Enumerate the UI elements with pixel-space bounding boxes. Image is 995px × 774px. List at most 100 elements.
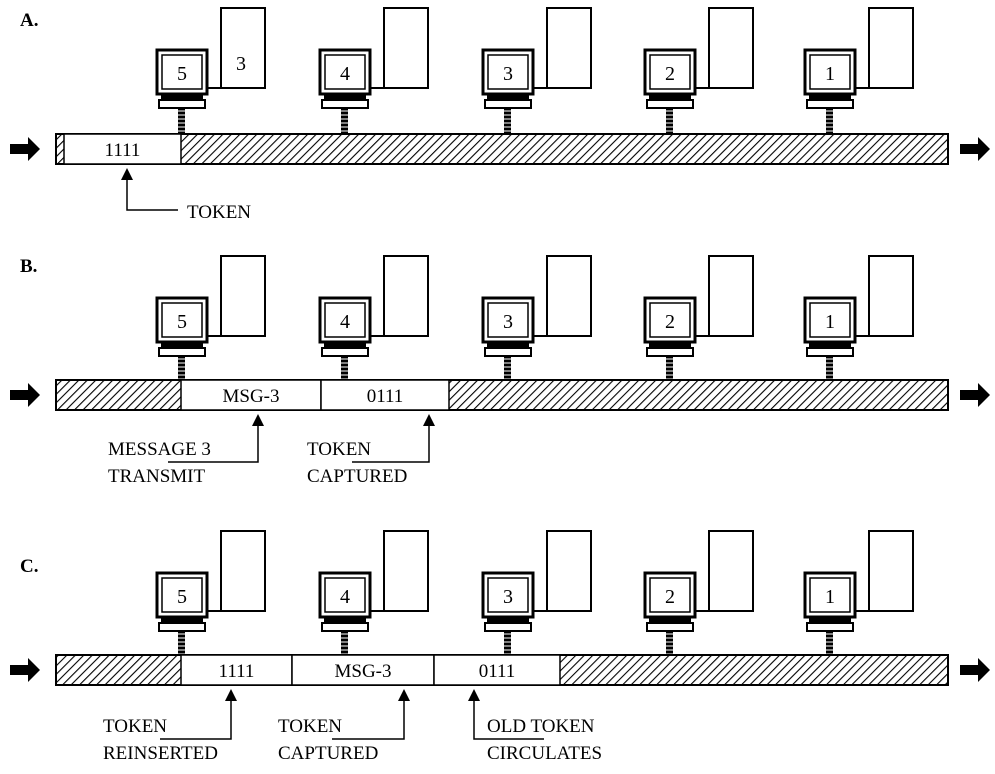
- monitor-screen: [809, 54, 851, 90]
- panel-label: C.: [20, 556, 38, 577]
- flow-in-arrow-icon: [10, 658, 40, 682]
- monitor-screen: [161, 54, 203, 90]
- monitor-stand: [649, 94, 691, 99]
- arrow-head-icon: [121, 168, 133, 180]
- callout-line: [168, 424, 259, 463]
- station-number: 5: [177, 586, 187, 608]
- monitor-stand: [809, 94, 851, 99]
- arrow-head-icon: [252, 414, 264, 426]
- monitor-stand: [324, 617, 366, 622]
- monitor-screen: [324, 577, 366, 613]
- network-tap: [504, 356, 511, 382]
- annotation-label: CAPTURED: [278, 743, 378, 764]
- panel-label: B.: [20, 256, 37, 277]
- station-number: 1: [825, 63, 835, 85]
- network-tap: [178, 108, 185, 134]
- keyboard-icon: [158, 99, 206, 109]
- keyboard-icon: [321, 347, 369, 357]
- workstation: 3: [481, 530, 592, 657]
- ring-segment: [55, 133, 949, 165]
- monitor-stand: [649, 617, 691, 622]
- workstation: 1: [803, 255, 914, 382]
- panel-label: A.: [20, 10, 38, 31]
- printer-paper-icon: [519, 255, 592, 337]
- annotation: TOKEN CAPTURED: [278, 689, 410, 764]
- flow-out-arrow-icon: [960, 383, 990, 407]
- annotation-label: OLD TOKEN: [487, 716, 595, 737]
- network-tap: [178, 631, 185, 657]
- printer-paper-icon: [681, 530, 754, 612]
- keyboard-icon: [484, 99, 532, 109]
- printer-paper-icon: [681, 7, 754, 89]
- workstation: 2: [643, 255, 754, 382]
- network-tap: [341, 108, 348, 134]
- arrow-head-icon: [398, 689, 410, 701]
- station-number: 3: [503, 586, 513, 608]
- annotation-label: TOKEN: [103, 716, 167, 737]
- keyboard-icon: [806, 622, 854, 632]
- network-tap: [341, 356, 348, 382]
- annotation: OLD TOKEN CIRCULATES: [468, 689, 602, 764]
- network-tap: [666, 108, 673, 134]
- monitor-screen: [487, 54, 529, 90]
- workstation: 3: [481, 255, 592, 382]
- annotation-label: CIRCULATES: [487, 743, 602, 764]
- printer-paper-icon: [519, 7, 592, 89]
- frame-cell: [180, 654, 293, 686]
- station-number: 3: [503, 63, 513, 85]
- workstation: 5: [155, 255, 266, 382]
- frame-label: MSG-3: [334, 661, 391, 682]
- printer-paper-icon: [356, 255, 429, 337]
- monitor-screen: [487, 302, 529, 338]
- monitor-stand: [487, 342, 529, 347]
- network-tap: [826, 356, 833, 382]
- monitor-screen: [487, 577, 529, 613]
- printer-paper-icon: [193, 7, 266, 89]
- keyboard-icon: [646, 622, 694, 632]
- printer-paper-icon: [841, 530, 914, 612]
- keyboard-icon: [484, 622, 532, 632]
- monitor-stand: [161, 94, 203, 99]
- annotation-label: CAPTURED: [307, 466, 407, 487]
- workstation: 2: [643, 530, 754, 657]
- frame-label: 0111: [479, 661, 516, 682]
- annotation-label: TOKEN: [278, 716, 342, 737]
- workstation: 4: [318, 7, 429, 134]
- arrow-head-icon: [225, 689, 237, 701]
- printer-paper-icon: [841, 7, 914, 89]
- frame-cell: [291, 654, 435, 686]
- keyboard-icon: [646, 99, 694, 109]
- monitor-stand: [324, 94, 366, 99]
- printer-paper-icon: [193, 530, 266, 612]
- station-number: 2: [665, 63, 675, 85]
- printer-paper-icon: [681, 255, 754, 337]
- arrow-head-icon: [468, 689, 480, 701]
- network-tap: [178, 356, 185, 382]
- monitor-screen: [649, 54, 691, 90]
- frame-cell: [180, 379, 322, 411]
- network-tap: [341, 631, 348, 657]
- frame-label: 0111: [367, 386, 404, 407]
- monitor-stand: [649, 342, 691, 347]
- network-tap: [666, 631, 673, 657]
- keyboard-icon: [321, 99, 369, 109]
- frame-label: 1111: [219, 661, 255, 682]
- station-number: 4: [340, 586, 350, 608]
- flow-out-arrow-icon: [960, 137, 990, 161]
- workstation: 4: [318, 255, 429, 382]
- monitor-screen: [649, 302, 691, 338]
- annotation: TOKEN: [121, 168, 251, 223]
- station-number: 2: [665, 311, 675, 333]
- workstation: 35: [155, 7, 266, 134]
- keyboard-icon: [806, 99, 854, 109]
- printer-paper-icon: [356, 530, 429, 612]
- station-number: 5: [177, 311, 187, 333]
- frame-cell: [63, 133, 182, 165]
- network-tap: [504, 108, 511, 134]
- keyboard-icon: [321, 622, 369, 632]
- monitor-stand: [487, 617, 529, 622]
